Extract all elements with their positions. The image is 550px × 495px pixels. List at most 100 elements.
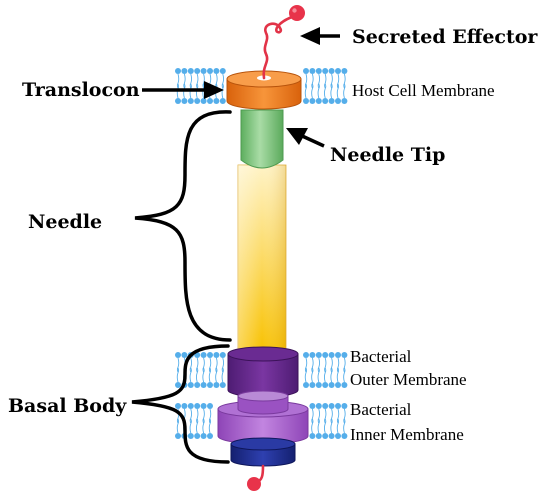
- lipid-tail: [317, 357, 320, 373]
- lipid-head: [303, 68, 309, 74]
- lipid-head: [309, 403, 316, 409]
- lipid-tail: [304, 73, 308, 89]
- lipid-tail: [317, 83, 320, 99]
- lipid-head: [181, 403, 188, 409]
- lipid-head: [219, 68, 226, 74]
- basal-body-base: [230, 437, 296, 467]
- lipid-tail: [324, 357, 327, 373]
- lipid-head: [200, 98, 207, 104]
- lipid-head: [175, 98, 181, 104]
- lipid-tail: [317, 73, 320, 89]
- lipid-head: [341, 433, 348, 439]
- lipid-tail: [189, 408, 192, 424]
- lipid-head: [315, 403, 322, 409]
- lipid-head: [175, 403, 181, 409]
- lipid-tail: [202, 357, 205, 373]
- lipid-tail: [196, 357, 199, 373]
- needle-label: Needle: [28, 211, 102, 233]
- lipid-head: [187, 382, 194, 388]
- lipid-tail: [176, 367, 180, 383]
- lipid-tail: [317, 408, 320, 424]
- lipid-tail: [221, 83, 224, 99]
- lipid-tail: [189, 418, 192, 434]
- lipid-tail: [336, 73, 340, 89]
- lipid-head: [187, 403, 194, 409]
- lipid-tail: [189, 73, 192, 89]
- lipid-head: [341, 403, 348, 409]
- lipid-tail: [336, 83, 340, 99]
- lipid-tail: [324, 418, 327, 434]
- lipid-head: [213, 352, 220, 358]
- outer-membrane-label-line2: Outer Membrane: [350, 370, 467, 389]
- lipid-tail: [304, 83, 308, 99]
- lipid-head: [194, 403, 201, 409]
- lipid-head: [309, 352, 316, 358]
- lipid-head: [207, 98, 213, 104]
- lipid-head: [194, 68, 201, 74]
- lipid-tail: [311, 73, 314, 89]
- lipid-head: [335, 352, 341, 358]
- lipid-head: [207, 352, 213, 358]
- lipid-head: [315, 352, 322, 358]
- lipid-head: [335, 433, 341, 439]
- lipid-tail: [221, 367, 224, 383]
- bacterial-inner-membrane: [175, 403, 348, 439]
- lipid-tail: [324, 408, 327, 424]
- lipid-tail: [183, 73, 186, 89]
- lipid-head: [309, 433, 316, 439]
- lipid-head: [303, 382, 309, 388]
- lipid-head: [187, 68, 194, 74]
- inner-membrane-label-line2: Inner Membrane: [350, 425, 464, 444]
- lipid-tail: [317, 367, 320, 383]
- basal-body-inner-ring: [217, 390, 309, 445]
- lipid-head: [187, 433, 194, 439]
- lipid-head: [213, 98, 220, 104]
- needle-shaft: [237, 164, 287, 354]
- lipid-head: [328, 433, 335, 439]
- basal-body-brace: [131, 344, 230, 464]
- lipid-head: [200, 352, 207, 358]
- lipid-head: [328, 403, 335, 409]
- lipid-tail: [324, 83, 327, 99]
- lipid-tail: [311, 418, 314, 434]
- basal-body-label: Basal Body: [8, 395, 127, 417]
- lipid-head: [341, 98, 348, 104]
- lipid-tail: [176, 357, 180, 373]
- lipid-head: [322, 403, 329, 409]
- lipid-tail: [343, 73, 346, 89]
- lipid-tail: [330, 83, 333, 99]
- lipid-head: [315, 68, 322, 74]
- lipid-tail: [202, 73, 205, 89]
- lipid-tail: [176, 418, 180, 434]
- lipid-head: [303, 98, 309, 104]
- lipid-tail: [343, 408, 346, 424]
- needle-tip-structure: [240, 109, 284, 169]
- lipid-tail: [304, 367, 308, 383]
- lipid-tail: [336, 408, 340, 424]
- bacterial-outer-membrane: [175, 352, 348, 388]
- lipid-head: [213, 382, 220, 388]
- lipid-tail: [196, 367, 199, 383]
- lipid-tail: [208, 408, 212, 424]
- lipid-head: [309, 98, 316, 104]
- lipid-head: [335, 98, 341, 104]
- needle-brace: [134, 110, 232, 342]
- lipid-tail: [330, 408, 333, 424]
- lipid-head: [187, 98, 194, 104]
- lipid-tail: [202, 408, 205, 424]
- lipid-tail: [215, 367, 218, 383]
- lipid-head: [207, 68, 213, 74]
- lipid-tail: [208, 367, 212, 383]
- lipid-head: [175, 382, 181, 388]
- lipid-tail: [208, 357, 212, 373]
- lipid-head: [309, 68, 316, 74]
- lipid-head: [309, 382, 316, 388]
- lipid-head: [194, 382, 201, 388]
- lipid-head: [175, 352, 181, 358]
- lipid-head: [341, 68, 348, 74]
- lipid-head: [315, 382, 322, 388]
- lipid-head: [175, 68, 181, 74]
- lipid-head: [328, 352, 335, 358]
- lipid-head: [341, 352, 348, 358]
